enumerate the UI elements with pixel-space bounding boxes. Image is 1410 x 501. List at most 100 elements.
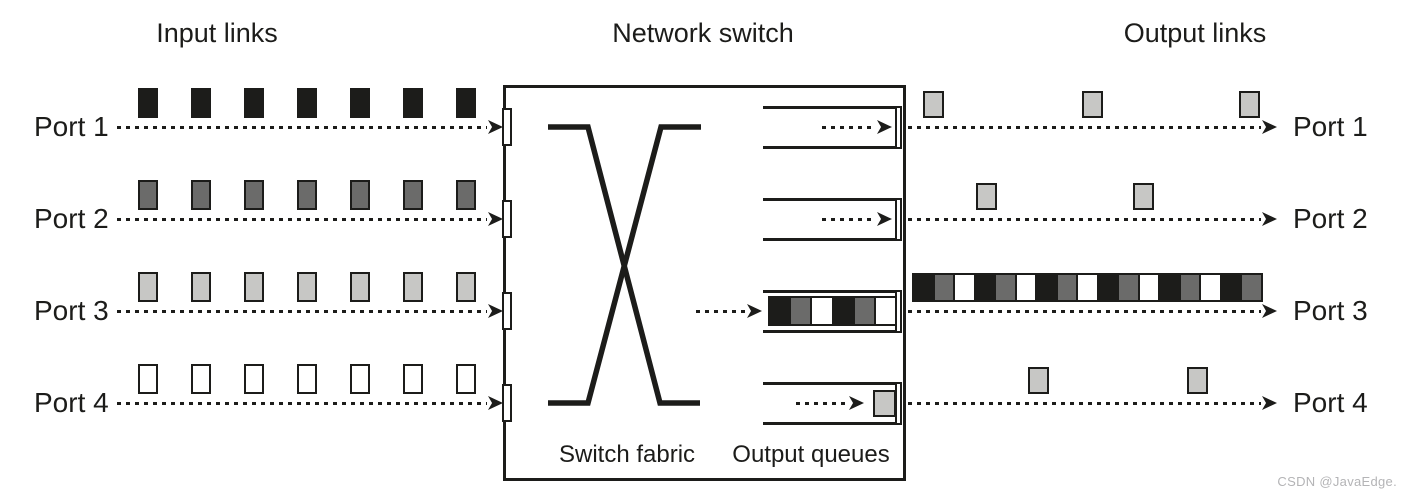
port-label-input-4: Port 4 bbox=[34, 387, 109, 418]
input-packet-port2 bbox=[456, 180, 476, 210]
input-packet-port4 bbox=[403, 364, 423, 394]
input-packet-port3 bbox=[297, 272, 317, 302]
input-packet-port4 bbox=[138, 364, 158, 394]
output-packet-port3 bbox=[1055, 273, 1078, 302]
input-packet-port2 bbox=[403, 180, 423, 210]
output-packet-port4 bbox=[1028, 367, 1049, 394]
output-packet-port3 bbox=[1117, 273, 1140, 302]
input-packet-port3 bbox=[456, 272, 476, 302]
input-link-line-4 bbox=[117, 402, 487, 405]
queue-4-packet bbox=[873, 390, 896, 417]
switch-input-port-4 bbox=[502, 384, 512, 422]
input-packet-port1 bbox=[456, 88, 476, 118]
output-packet-port3 bbox=[1219, 273, 1242, 302]
port-label-output-3: Port 3 bbox=[1293, 295, 1368, 326]
queue-3-packet bbox=[810, 296, 834, 326]
output-packet-port3 bbox=[1014, 273, 1037, 302]
output-packet-port3 bbox=[1178, 273, 1201, 302]
output-packet-port3 bbox=[953, 273, 976, 302]
switch-fabric-label: Switch fabric bbox=[558, 441, 696, 468]
output-packet-port3 bbox=[1199, 273, 1222, 302]
queue-2-arrow-line bbox=[822, 218, 876, 221]
queue-1-top-line bbox=[763, 106, 898, 109]
input-packet-port4 bbox=[191, 364, 211, 394]
queue-4-right-wall bbox=[895, 382, 902, 425]
input-link-arrowhead-3 bbox=[488, 304, 503, 318]
output-packet-port3 bbox=[912, 273, 935, 302]
input-packet-port2 bbox=[350, 180, 370, 210]
queue-1-bottom-line bbox=[763, 146, 898, 149]
port-label-input-1: Port 1 bbox=[34, 111, 109, 142]
output-link-line-3 bbox=[908, 310, 1261, 313]
output-link-line-1 bbox=[908, 126, 1261, 129]
queue-2-bottom-line bbox=[763, 238, 898, 241]
input-link-line-1 bbox=[117, 126, 487, 129]
queue-3-bottom-line bbox=[763, 330, 898, 333]
input-packet-port4 bbox=[350, 364, 370, 394]
port-label-input-3: Port 3 bbox=[34, 295, 109, 326]
output-link-line-4 bbox=[908, 402, 1261, 405]
input-link-arrowhead-2 bbox=[488, 212, 503, 226]
output-packet-port3 bbox=[1137, 273, 1160, 302]
queue-3-packet bbox=[789, 296, 813, 326]
input-packet-port3 bbox=[350, 272, 370, 302]
queue-3-top-line bbox=[763, 290, 898, 293]
output-packet-port4 bbox=[1187, 367, 1208, 394]
output-packet-port3 bbox=[1076, 273, 1099, 302]
output-packet-port1 bbox=[1239, 91, 1260, 118]
port-label-output-1: Port 1 bbox=[1293, 111, 1368, 142]
network-switch-title: Network switch bbox=[612, 18, 794, 48]
input-packet-port3 bbox=[244, 272, 264, 302]
input-packet-port1 bbox=[191, 88, 211, 118]
watermark: CSDN @JavaEdge. bbox=[1277, 474, 1397, 489]
output-packet-port3 bbox=[1158, 273, 1181, 302]
output-packet-port3 bbox=[932, 273, 955, 302]
output-packet-port3 bbox=[1096, 273, 1119, 302]
output-link-arrowhead-4 bbox=[1262, 396, 1277, 410]
input-packet-port1 bbox=[350, 88, 370, 118]
output-packet-port3 bbox=[973, 273, 996, 302]
queue-3-packet bbox=[831, 296, 855, 326]
output-packet-port1 bbox=[1082, 91, 1103, 118]
output-packet-port3 bbox=[1240, 273, 1263, 302]
switch-input-port-2 bbox=[502, 200, 512, 238]
input-packet-port2 bbox=[138, 180, 158, 210]
input-packet-port4 bbox=[297, 364, 317, 394]
output-links-title: Output links bbox=[1123, 18, 1267, 48]
input-link-line-3 bbox=[117, 310, 487, 313]
output-packet-port3 bbox=[994, 273, 1017, 302]
output-queues-label: Output queues bbox=[732, 441, 890, 468]
port-label-input-2: Port 2 bbox=[34, 203, 109, 234]
input-packet-port3 bbox=[191, 272, 211, 302]
queue-4-arrow-line bbox=[796, 402, 848, 405]
input-packet-port4 bbox=[456, 364, 476, 394]
input-links-title: Input links bbox=[156, 18, 278, 48]
queue-3-packet bbox=[874, 296, 898, 326]
input-link-arrowhead-4 bbox=[488, 396, 503, 410]
queue-4-bottom-line bbox=[763, 422, 898, 425]
input-packet-port2 bbox=[244, 180, 264, 210]
queue-2-right-wall bbox=[895, 198, 902, 241]
output-packet-port3 bbox=[1035, 273, 1058, 302]
input-packet-port1 bbox=[138, 88, 158, 118]
output-link-line-2 bbox=[908, 218, 1261, 221]
queue-3-packet bbox=[768, 296, 792, 326]
input-packet-port3 bbox=[138, 272, 158, 302]
queue-1-right-wall bbox=[895, 106, 902, 149]
input-link-line-2 bbox=[117, 218, 487, 221]
input-packet-port1 bbox=[403, 88, 423, 118]
queue-3-packet bbox=[852, 296, 876, 326]
switch-input-port-1 bbox=[502, 108, 512, 146]
port-label-output-4: Port 4 bbox=[1293, 387, 1368, 418]
output-link-arrowhead-1 bbox=[1262, 120, 1277, 134]
input-packet-port1 bbox=[297, 88, 317, 118]
input-link-arrowhead-1 bbox=[488, 120, 503, 134]
input-packet-port3 bbox=[403, 272, 423, 302]
input-packet-port2 bbox=[191, 180, 211, 210]
output-packet-port2 bbox=[1133, 183, 1154, 210]
queue-1-arrow-line bbox=[822, 126, 876, 129]
port-label-output-2: Port 2 bbox=[1293, 203, 1368, 234]
queue-4-top-line bbox=[763, 382, 898, 385]
switch-input-port-3 bbox=[502, 292, 512, 330]
